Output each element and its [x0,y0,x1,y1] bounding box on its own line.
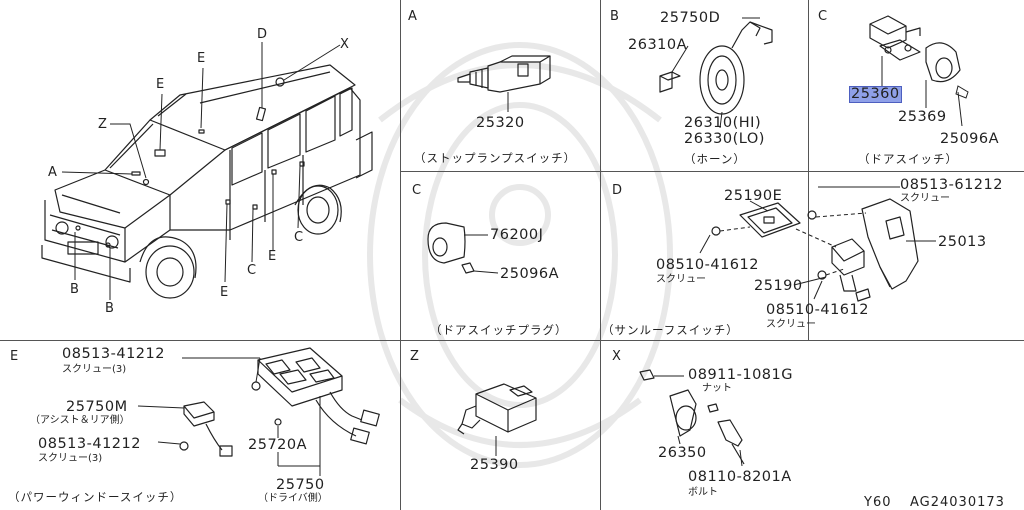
vehicle-drawing [41,42,373,300]
panel-stop-lamp-switch: A 25320 （ストップランプスイッチ） [400,0,600,171]
panel-letter: A [408,9,417,24]
part-number[interactable]: 26350 [658,445,707,461]
part-number[interactable]: 25013 [938,234,987,250]
part-number[interactable]: 08513-61212 [900,177,1003,193]
panel-x: X 08911-1081G ナット 26350 08110-8201A ボルト [600,340,808,510]
screw-label: スクリュー [766,319,816,330]
panel-caption: （ドアスイッチプラグ） [430,323,568,337]
sunroof-switch-drawing [699,186,936,302]
part-number[interactable]: 25750 [276,477,325,493]
divider [600,0,601,510]
panel-caption: （サンルーフスイッチ） [602,323,739,337]
part-number[interactable]: 25390 [470,457,519,473]
part-number-selected[interactable]: 25360 [849,86,902,103]
part-number[interactable]: 25720A [248,437,308,453]
part-number[interactable]: 76200J [490,227,544,243]
part-number[interactable]: 25750D [660,10,721,26]
marker-label: E [156,77,165,92]
horn-drawing [659,17,773,129]
door-switch-drawing [869,15,969,127]
model-code: Y60 [864,495,892,510]
part-number[interactable]: 08513-41212 [38,436,141,452]
panel-power-window-switch: E [0,340,400,510]
panel-door-switch-plug: C 76200J 25096A （ドアスイッチプラグ） [400,171,600,340]
divider [400,171,1024,172]
marker-label: C [294,230,304,245]
marker-label: D [257,27,268,42]
screw-label: スクリュー [656,274,706,285]
marker-label: X [340,37,349,52]
part-number[interactable]: 25190E [724,188,783,204]
panel-caption: （ストップランプスイッチ） [414,151,577,165]
panel-letter: C [818,9,828,24]
x-switch-drawing [639,369,745,467]
screw-qty-label: スクリュー(3) [38,453,103,464]
bolt-label: ボルト [688,487,718,498]
part-number[interactable]: 26310A [628,37,688,53]
screw-label: スクリュー [900,193,950,204]
part-number[interactable]: 26330(LO) [684,131,765,147]
panel-letter: Z [410,349,419,364]
part-number[interactable]: 25096A [500,266,560,282]
marker-label: A [48,165,57,180]
driver-note: （ドライバ側） [258,493,328,504]
panel-caption: （ドアスイッチ） [858,152,958,166]
door-switch-plug-drawing [427,222,499,274]
part-number[interactable]: 25096A [940,131,1000,147]
marker-label: E [268,249,277,264]
panel-caption: （ホーン） [684,152,746,166]
panel-letter: B [610,9,619,24]
panel-door-switch: C 25360 25369 25096A （ドアスイッチ） [808,0,1024,171]
panel-sunroof-switch: D [600,171,1024,340]
panel-letter: E [10,349,19,364]
part-number[interactable]: 25190 [754,278,803,294]
panel-letter: X [612,349,621,364]
diagram-id: AG24030173 [910,495,1005,510]
marker-label: Z [98,117,107,132]
vehicle-overview: A Z E E D X B B E C E C [0,0,400,340]
panel-horn: B 25750D 26310A 26310(HI) 26330(LO) （ホーン… [600,0,808,171]
marker-label: E [220,285,229,300]
divider [0,340,1024,341]
part-number[interactable]: 26310(HI) [684,115,762,131]
screw-qty-label: スクリュー(3) [62,364,127,375]
part-number[interactable]: 25369 [898,109,947,125]
divider [808,0,809,340]
panel-letter: D [612,183,623,198]
part-number[interactable]: 08510-41612 [656,257,759,273]
part-number[interactable]: 08911-1081G [688,367,793,383]
marker-label: B [105,301,114,316]
footer-area: Y60 AG24030173 [808,340,1024,510]
part-number[interactable]: 25320 [476,115,525,131]
panel-z: Z 25390 [400,340,600,510]
assist-note: （アシスト＆リア側） [30,415,130,426]
marker-label: C [247,263,257,278]
marker-label: B [70,282,79,297]
panel-caption: （パワーウィンドースイッチ） [8,490,183,504]
nut-label: ナット [702,383,732,394]
stop-lamp-switch-drawing [457,55,551,112]
z-switch-drawing [457,383,537,456]
divider [400,0,401,510]
part-number[interactable]: 25750M [66,399,128,415]
part-number[interactable]: 08513-41212 [62,346,165,362]
part-number[interactable]: 08510-41612 [766,302,869,318]
marker-label: E [197,51,206,66]
panel-letter: C [412,183,422,198]
power-window-switch-drawing [137,347,380,476]
part-number[interactable]: 08110-8201A [688,469,792,485]
